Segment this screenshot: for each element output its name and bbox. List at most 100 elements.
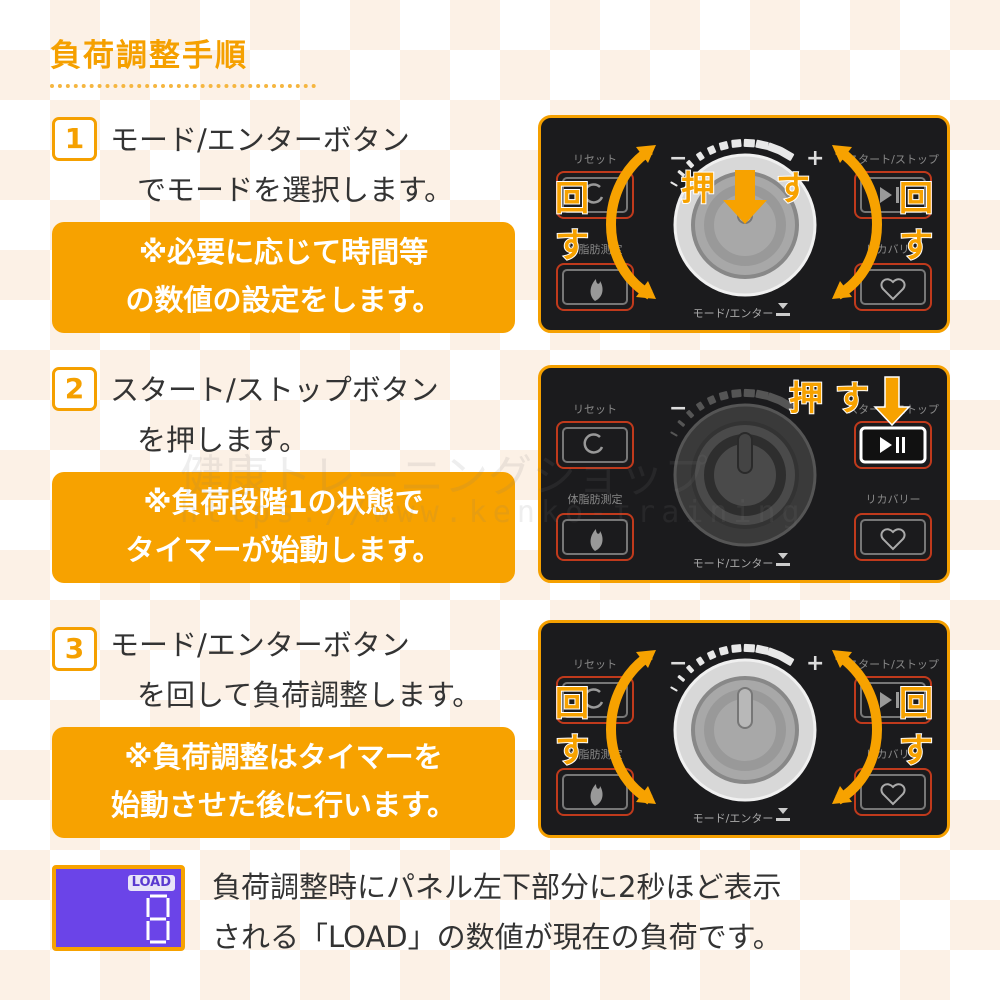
step-1-line1: モード/エンターボタン xyxy=(110,123,410,157)
step-1-note: ※必要に応じて時間等の数値の設定をします。 xyxy=(52,222,515,333)
level-segment xyxy=(670,181,678,187)
reset-label: リセット xyxy=(573,658,617,671)
level-segment xyxy=(670,686,678,692)
play-pause-icon xyxy=(880,437,905,453)
level-segment xyxy=(755,389,769,400)
heart-icon xyxy=(880,783,906,806)
title-underline xyxy=(50,84,316,88)
heart-icon xyxy=(880,528,906,551)
level-segment xyxy=(718,391,729,401)
arrowheads-left xyxy=(636,650,656,804)
level-segment xyxy=(670,431,678,437)
plus-label: + xyxy=(806,146,824,171)
level-segment xyxy=(707,650,717,660)
step-1-panel-image: −+リセット体脂肪測定スタート/ストップリカバリーモード/エンター回す回す押す xyxy=(538,115,950,333)
level-segment xyxy=(766,392,782,405)
step-2-line1: スタート/ストップボタン xyxy=(110,373,439,407)
level-segment xyxy=(755,139,769,150)
load-explanation-line1: 負荷調整時にパネル左下部分に2秒ほど表示 xyxy=(212,870,782,904)
recovery-button-outline xyxy=(854,513,932,561)
start-stop-button-outline xyxy=(854,676,932,724)
rotate-arrow-right xyxy=(835,145,882,300)
rotate-text-left: 回 xyxy=(555,684,589,724)
rotate-text-left-2: す xyxy=(555,731,589,771)
start-stop-label: スタート/ストップ xyxy=(847,153,939,166)
page-title: 負荷調整手順 xyxy=(50,38,248,74)
level-segment xyxy=(696,656,705,666)
level-segment xyxy=(777,397,795,411)
mode-enter-label: モード/エンター xyxy=(693,557,774,570)
recovery-button xyxy=(860,269,926,305)
seven-segment-digit-8 xyxy=(146,894,170,944)
reset-button-outline xyxy=(556,171,634,219)
step-1-note-line1: ※必要に応じて時間等 xyxy=(138,235,429,269)
minus-label: − xyxy=(669,146,687,171)
rotate-text-left: 回 xyxy=(555,179,589,219)
arrowheads-right xyxy=(832,650,852,804)
level-segment xyxy=(766,142,782,155)
step-3-note: ※負荷調整はタイマーを始動させた後に行います。 xyxy=(52,727,515,838)
reset-icon xyxy=(583,688,604,709)
recovery-label: リカバリー xyxy=(866,493,921,506)
flame-icon xyxy=(590,279,603,301)
level-segment xyxy=(677,675,686,682)
step-2-note: ※負荷段階1の状態でタイマーが始動します。 xyxy=(52,472,515,583)
step-2-note-line1: ※負荷段階1の状態で xyxy=(143,485,424,519)
body-fat-button-outline xyxy=(556,513,634,561)
level-segment xyxy=(677,170,686,177)
level-segment xyxy=(707,145,717,155)
start-stop-label: スタート/ストップ xyxy=(847,658,939,671)
level-segment xyxy=(743,138,755,148)
reset-button-outline xyxy=(556,421,634,469)
reset-icon xyxy=(583,183,604,204)
power-icon xyxy=(737,687,753,729)
body-fat-label: 体脂肪測定 xyxy=(568,492,623,506)
recovery-button xyxy=(860,519,926,555)
level-segment xyxy=(707,395,717,405)
level-segment xyxy=(743,643,755,653)
play-pause-icon xyxy=(880,692,905,708)
step-3-note-line2: 始動させた後に行います。 xyxy=(110,788,457,822)
step-2-note-line2: タイマーが始動します。 xyxy=(125,533,442,567)
reset-button xyxy=(562,427,628,463)
push-down-icon xyxy=(776,808,790,821)
play-pause-icon xyxy=(880,187,905,203)
level-segment xyxy=(731,139,742,148)
push-down-icon xyxy=(776,553,790,566)
arrowheads-right xyxy=(832,145,852,299)
reset-icon xyxy=(583,433,604,454)
level-segment xyxy=(755,644,769,655)
reset-button-outline xyxy=(556,676,634,724)
push-text-2: す xyxy=(776,169,810,209)
rotate-text-right-2: す xyxy=(899,226,933,266)
rotate-text-right: 回 xyxy=(899,179,933,219)
push-arrow-icon xyxy=(873,376,911,427)
push-down-icon xyxy=(776,303,790,316)
level-segment xyxy=(743,388,755,398)
load-explanation: 負荷調整時にパネル左下部分に2秒ほど表示される「LOAD」の数値が現在の負荷です… xyxy=(212,862,782,962)
rotate-text-right-2: す xyxy=(899,731,933,771)
level-segment xyxy=(686,159,695,169)
load-lcd-display: LOAD xyxy=(52,865,185,951)
step-3-number: 3 xyxy=(52,627,97,671)
step-1-note-line2: の数値の設定をします。 xyxy=(125,283,442,317)
level-segment xyxy=(718,646,729,656)
level-segment xyxy=(731,389,742,398)
level-segment xyxy=(686,409,695,419)
level-segment xyxy=(677,420,686,427)
rotate-text-left-2: す xyxy=(555,226,589,266)
level-segment xyxy=(686,664,695,674)
step-3-note-line1: ※負荷調整はタイマーを xyxy=(124,740,443,774)
step-3-line2: を回して負荷調整します。 xyxy=(137,678,482,712)
push-text: 押 xyxy=(681,169,715,209)
step-1-number: 1 xyxy=(52,117,97,161)
level-segment xyxy=(696,401,705,411)
load-label: LOAD xyxy=(127,875,175,891)
minus-label: − xyxy=(669,396,687,421)
heart-icon xyxy=(880,278,906,301)
flame-icon xyxy=(590,784,603,806)
step-2-line2: を押します。 xyxy=(137,423,309,457)
push-arrow-icon xyxy=(723,170,767,224)
push-text-2: す xyxy=(835,379,869,419)
